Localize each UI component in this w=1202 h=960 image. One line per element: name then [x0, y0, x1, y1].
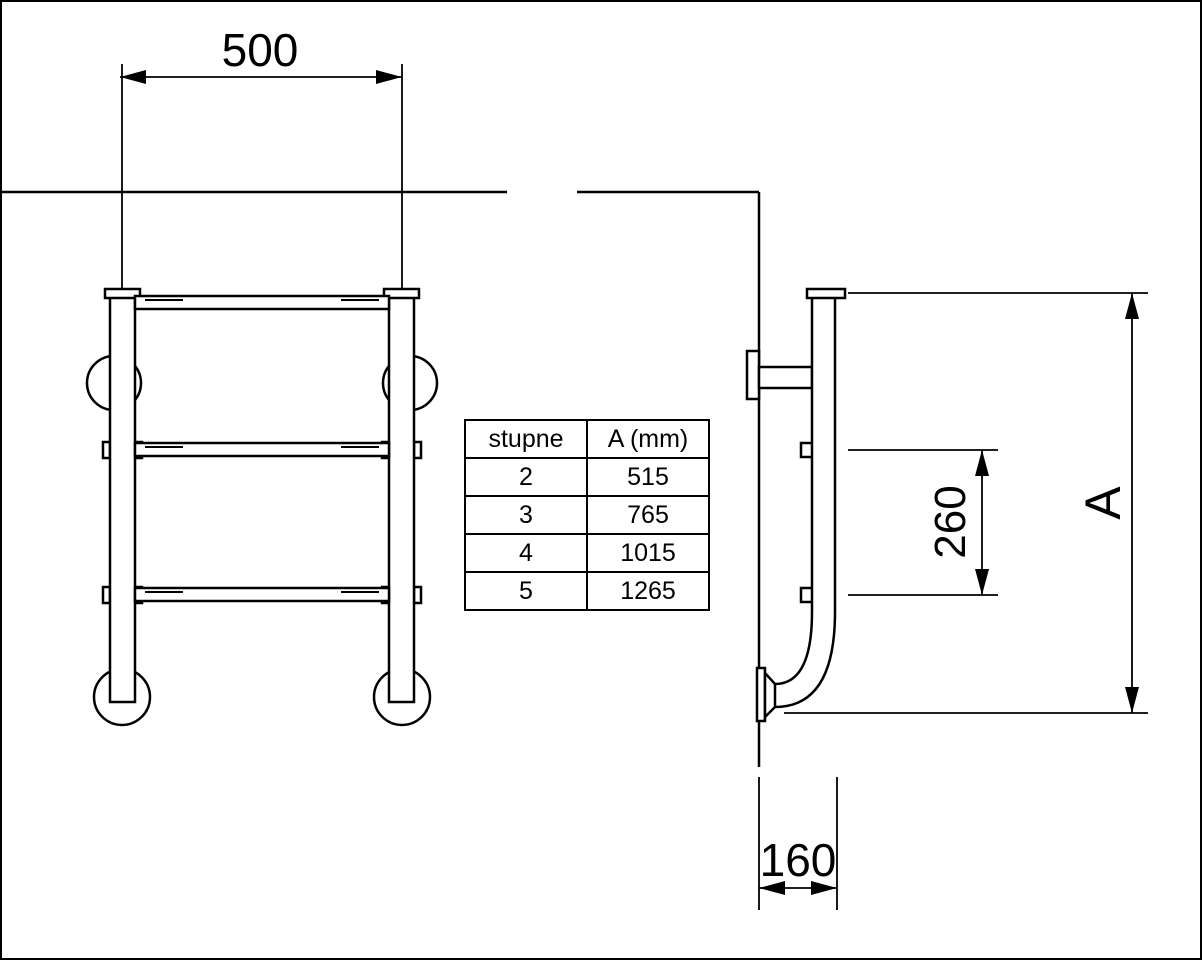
table-cell-steps: 4 [464, 533, 588, 573]
table-cell-a: 1265 [586, 571, 710, 611]
arrow-500-left [120, 70, 146, 84]
arrow-160-left [759, 881, 785, 895]
right-rail [387, 295, 416, 704]
bend-outer-edge [774, 611, 837, 709]
arrow-260-bottom [975, 569, 989, 595]
table-header-a-mm: A (mm) [586, 419, 710, 459]
spec-table: stupne A (mm) 2 515 3 765 4 1015 5 1265 [464, 419, 710, 611]
side-tube-fill [812, 297, 835, 612]
table-cell-a: 1015 [586, 533, 710, 573]
table-cell-steps: 3 [464, 495, 588, 535]
arrow-260-top [975, 450, 989, 476]
table-cell-steps: 2 [464, 457, 588, 497]
left-rail-cap [103, 287, 142, 300]
table-header-row: stupne A (mm) [464, 419, 710, 459]
table-cell-steps: 5 [464, 571, 588, 611]
rung-3 [133, 586, 391, 603]
table-cell-a: 765 [586, 495, 710, 535]
arrow-A-bottom [1125, 687, 1139, 713]
dim-label-height: A [1075, 486, 1131, 520]
rung-1 [133, 294, 391, 311]
table-cell-a: 515 [586, 457, 710, 497]
handle-wall-plate [745, 349, 761, 401]
table-row: 2 515 [464, 457, 710, 497]
right-rail-cap [382, 287, 421, 300]
bottom-flange-cone [763, 669, 777, 721]
side-tube-cap [805, 287, 847, 300]
arrow-A-top [1125, 293, 1139, 319]
handle-tube [757, 365, 814, 390]
left-rail [108, 295, 137, 704]
table-row: 3 765 [464, 495, 710, 535]
table-row: 5 1265 [464, 571, 710, 611]
rung-tread-marks [145, 299, 379, 593]
dim-label-rung-spacing: 260 [926, 485, 975, 558]
arrow-160-right [811, 881, 837, 895]
dimension-labels: 500 160 260 A [222, 24, 1131, 886]
table-header-stupne: stupne [464, 419, 588, 459]
front-view [85, 287, 439, 727]
bend-inner-edge [774, 611, 814, 686]
dimension-arrows [120, 70, 1139, 895]
rung-2 [133, 441, 391, 458]
arrow-500-right [376, 70, 402, 84]
side-view [745, 287, 847, 723]
dim-label-offset: 160 [760, 834, 837, 886]
dimension-lines [120, 64, 1148, 910]
table-row: 4 1015 [464, 533, 710, 573]
dim-label-width: 500 [222, 24, 299, 76]
